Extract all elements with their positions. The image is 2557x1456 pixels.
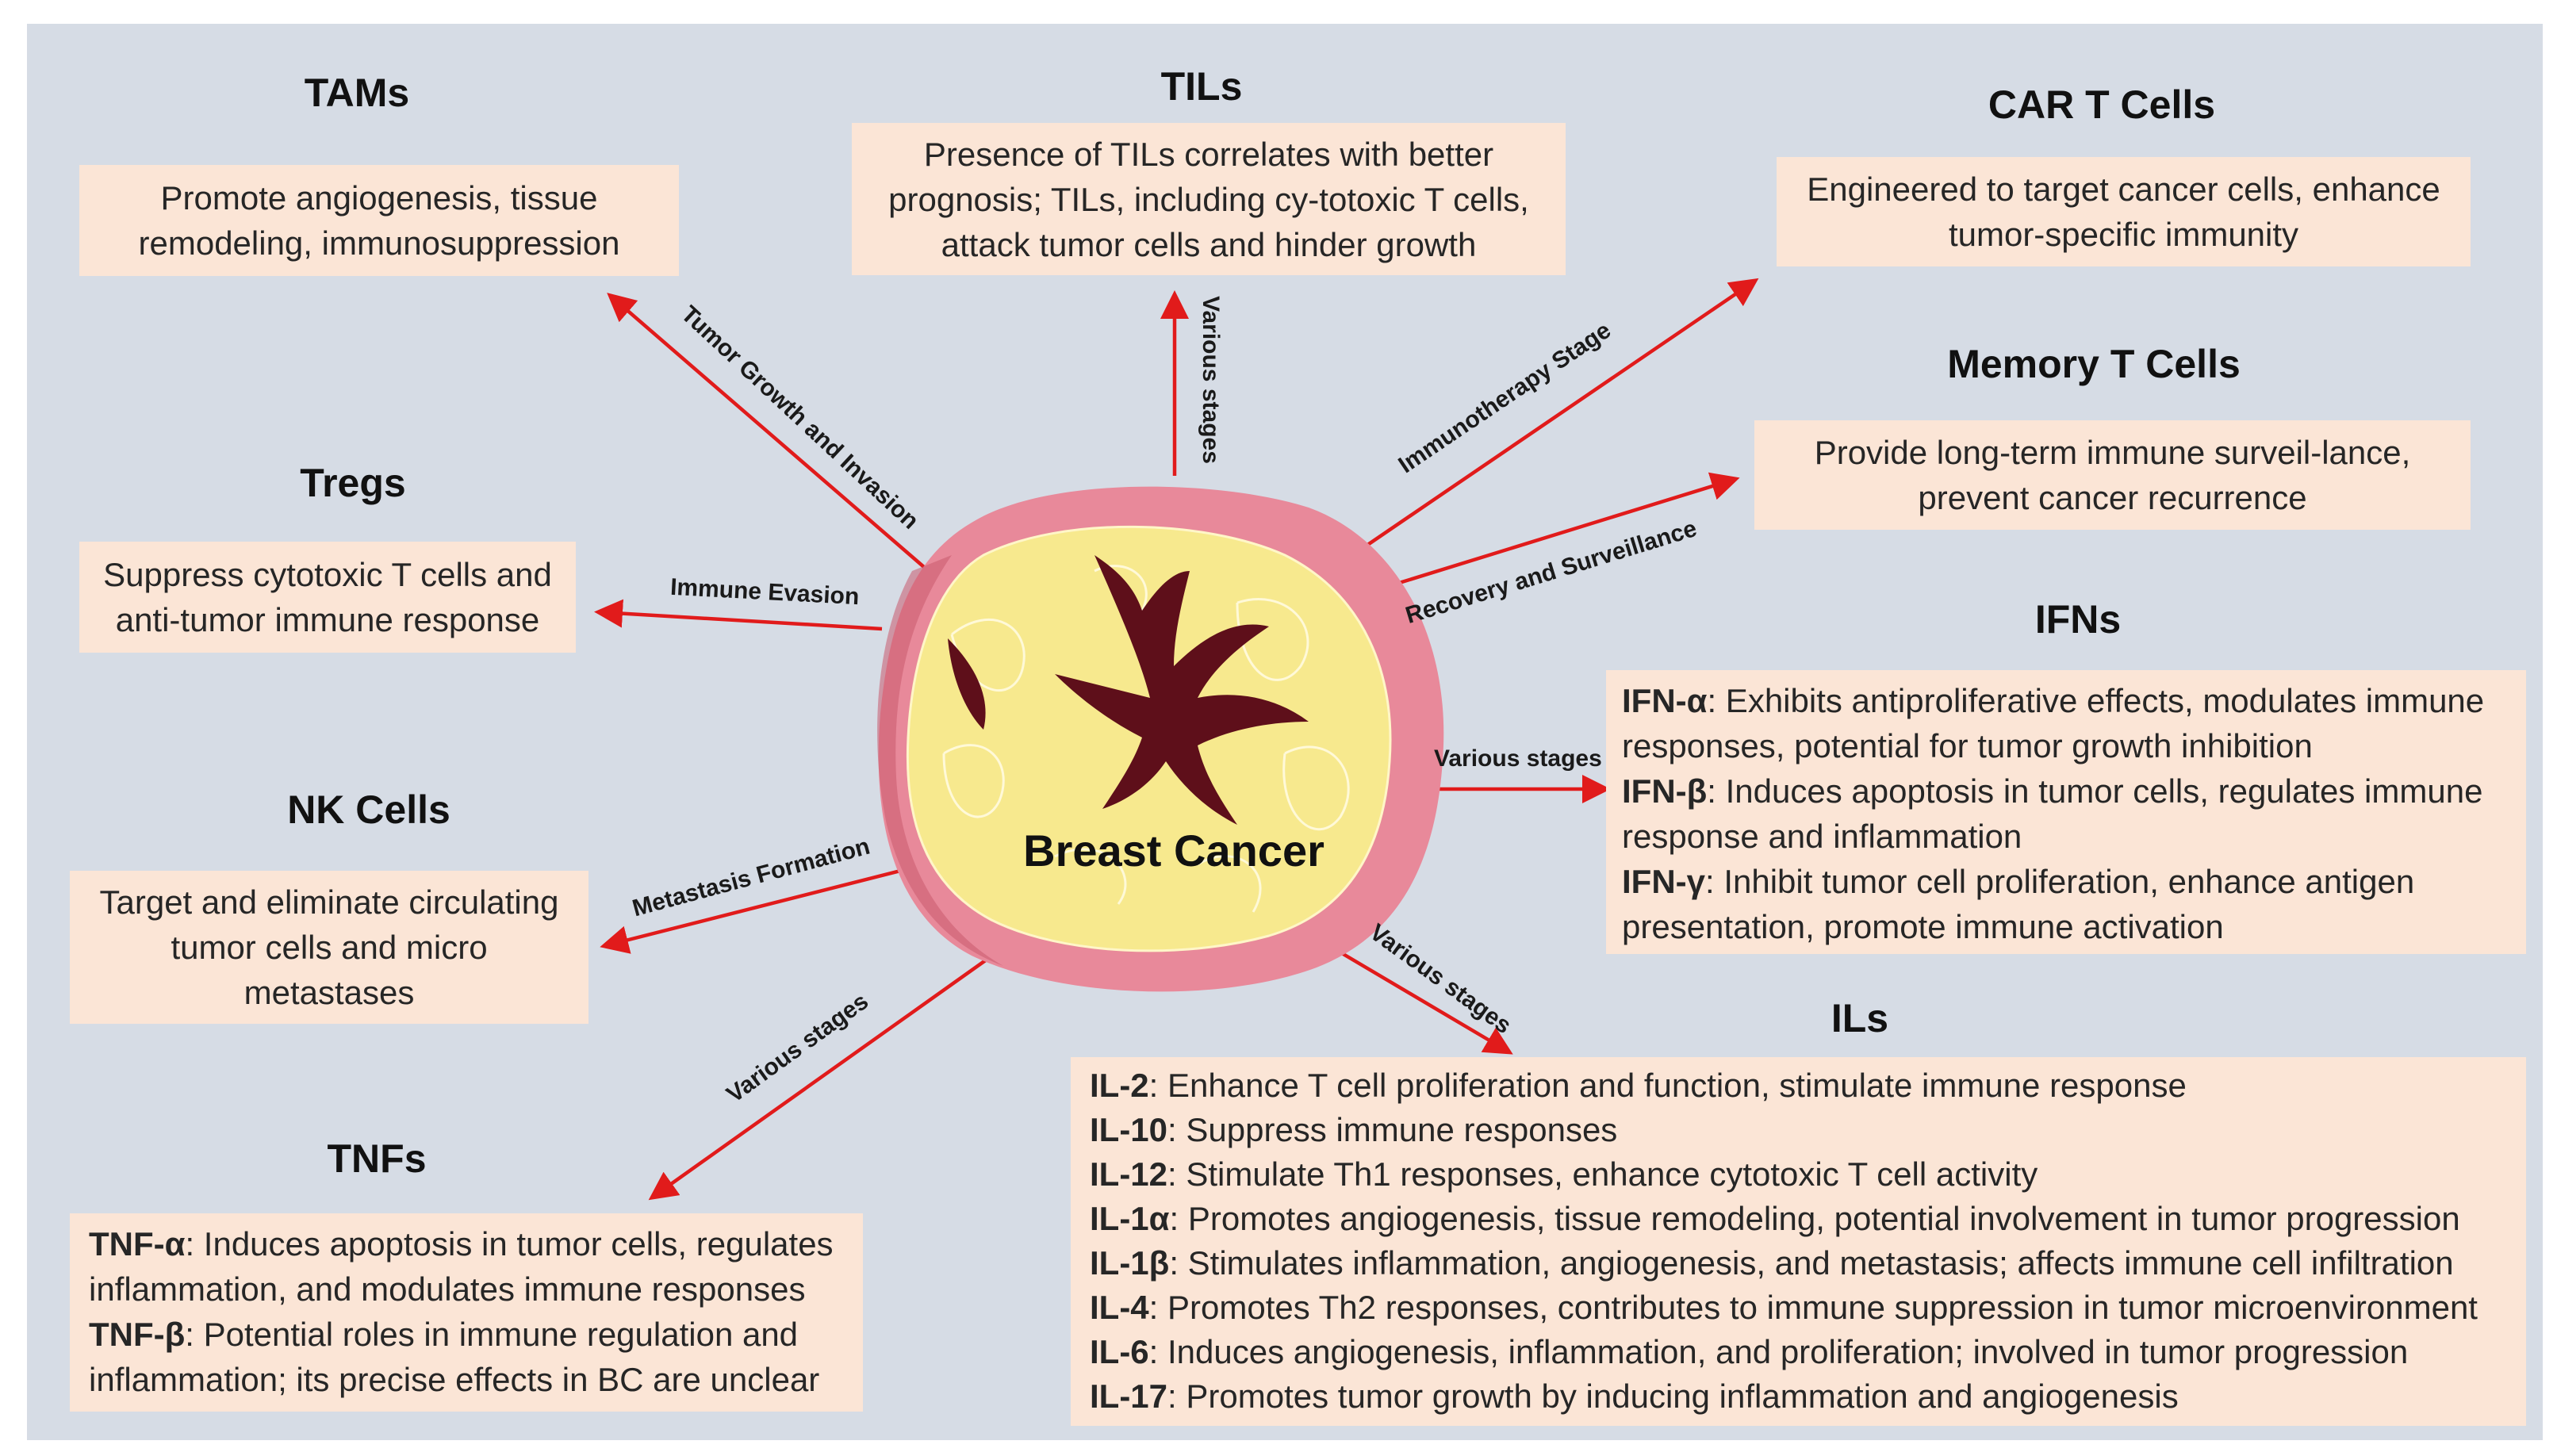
ils-item-text: : Promotes angiogenesis, tissue remodeli… <box>1169 1200 2460 1237</box>
tumor-core <box>1055 555 1309 825</box>
ils-item: IL-2: Enhance T cell proliferation and f… <box>1090 1063 2507 1108</box>
ils-item: IL-6: Induces angiogenesis, inflammation… <box>1090 1330 2507 1374</box>
ils-item: IL-1α: Promotes angiogenesis, tissue rem… <box>1090 1197 2507 1241</box>
ils-item-key: IL-1α <box>1090 1200 1170 1237</box>
nk-text: Target and eliminate circulating tumor c… <box>99 883 559 1011</box>
center-label: Breast Cancer <box>1023 826 1325 876</box>
arrow-label-ifns: Various stages <box>1434 745 1602 772</box>
arrow-nk <box>600 864 917 954</box>
car-title: CAR T Cells <box>1988 82 2216 127</box>
tumor-graphic <box>877 486 1444 992</box>
ifns-item-key: IFN-γ <box>1622 863 1705 900</box>
tnfs-item: TNF-β: Potential roles in immune regulat… <box>89 1312 844 1402</box>
ifns-item-text: : Inhibit tumor cell proliferation, enha… <box>1622 863 2415 945</box>
ils-box: IL-2: Enhance T cell proliferation and f… <box>1071 1057 2526 1426</box>
tnfs-item-text: : Induces apoptosis in tumor cells, regu… <box>89 1225 834 1308</box>
memory-box: Provide long-term immune surveil-lance, … <box>1754 420 2471 530</box>
tams-text: Promote angiogenesis, tissue remodeling,… <box>138 179 620 262</box>
tumor-core-left <box>948 638 986 730</box>
memory-title: Memory T Cells <box>1947 342 2241 386</box>
arrow-tregs <box>594 599 883 631</box>
tregs-box: Suppress cytotoxic T cells and anti-tumo… <box>79 542 576 653</box>
ifns-item: IFN-γ: Inhibit tumor cell proliferation,… <box>1622 859 2510 949</box>
tnfs-box: TNF-α: Induces apoptosis in tumor cells,… <box>70 1213 863 1412</box>
ifns-box: IFN-α: Exhibits antiproliferative effect… <box>1606 670 2526 954</box>
ils-item: IL-17: Promotes tumor growth by inducing… <box>1090 1374 2507 1419</box>
ifns-item: IFN-α: Exhibits antiproliferative effect… <box>1622 678 2510 768</box>
tams-box: Promote angiogenesis, tissue remodeling,… <box>79 165 679 276</box>
nk-title: NK Cells <box>287 787 450 832</box>
arrow-ils <box>1331 946 1513 1055</box>
ils-item-key: IL-17 <box>1090 1377 1168 1415</box>
tils-title: TILs <box>1160 64 1243 109</box>
ils-item-text: : Induces angiogenesis, inflammation, an… <box>1148 1333 2409 1370</box>
ifns-item-text: : Exhibits antiproliferative effects, mo… <box>1622 682 2485 764</box>
ils-item: IL-10: Suppress immune responses <box>1090 1108 2507 1152</box>
ils-title: ILs <box>1831 996 1889 1040</box>
ils-item: IL-1β: Stimulates inflammation, angiogen… <box>1090 1241 2507 1285</box>
car-box: Engineered to target cancer cells, enhan… <box>1777 157 2471 266</box>
arrow-label-tils: Various stages <box>1197 296 1224 464</box>
ils-item-key: IL-2 <box>1090 1067 1149 1104</box>
ifns-item: IFN-β: Induces apoptosis in tumor cells,… <box>1622 768 2510 859</box>
ils-item: IL-12: Stimulate Th1 responses, enhance … <box>1090 1152 2507 1197</box>
car-text: Engineered to target cancer cells, enhan… <box>1807 171 2440 253</box>
arrows <box>594 278 1759 1201</box>
tnfs-item-text: : Potential roles in immune regulation a… <box>89 1316 820 1398</box>
ifns-item-key: IFN-α <box>1622 682 1708 719</box>
ifns-item-key: IFN-β <box>1622 772 1708 810</box>
ifns-title: IFNs <box>2034 597 2122 642</box>
tils-box: Presence of TILs correlates with better … <box>852 123 1566 275</box>
tils-text: Presence of TILs correlates with better … <box>888 135 1529 263</box>
tregs-title: Tregs <box>300 461 406 505</box>
arrow-tams <box>607 293 937 579</box>
ils-item-text: : Promotes Th2 responses, contributes to… <box>1148 1289 2478 1326</box>
ils-item-text: : Enhance T cell proliferation and funct… <box>1148 1067 2187 1104</box>
ils-item-key: IL-10 <box>1090 1111 1168 1148</box>
memory-text: Provide long-term immune surveil-lance, … <box>1814 434 2411 516</box>
tnfs-item-key: TNF-α <box>89 1225 186 1263</box>
ifns-item-text: : Induces apoptosis in tumor cells, regu… <box>1622 772 2483 855</box>
ils-item-key: IL-6 <box>1090 1333 1149 1370</box>
ils-item-text: : Suppress immune responses <box>1167 1111 1618 1148</box>
ils-item-key: IL-12 <box>1090 1155 1168 1193</box>
tnfs-item: TNF-α: Induces apoptosis in tumor cells,… <box>89 1221 844 1312</box>
ils-item-text: : Stimulate Th1 responses, enhance cytot… <box>1167 1155 2038 1193</box>
arrow-memory <box>1386 472 1740 589</box>
arrow-car <box>1363 278 1759 549</box>
nk-box: Target and eliminate circulating tumor c… <box>70 871 588 1024</box>
tumor-tissue-shade <box>877 555 1003 966</box>
arrow-tnfs <box>648 937 1018 1201</box>
ils-item-key: IL-1β <box>1090 1244 1170 1282</box>
tnfs-title: TNFs <box>327 1136 427 1181</box>
ils-item: IL-4: Promotes Th2 responses, contribute… <box>1090 1285 2507 1330</box>
tnfs-item-key: TNF-β <box>89 1316 186 1353</box>
ils-item-text: : Promotes tumor growth by inducing infl… <box>1167 1377 2179 1415</box>
ils-item-key: IL-4 <box>1090 1289 1149 1326</box>
tams-title: TAMs <box>304 71 410 115</box>
tregs-text: Suppress cytotoxic T cells and anti-tumo… <box>103 556 552 638</box>
ils-item-text: : Stimulates inflammation, angiogenesis,… <box>1169 1244 2454 1282</box>
